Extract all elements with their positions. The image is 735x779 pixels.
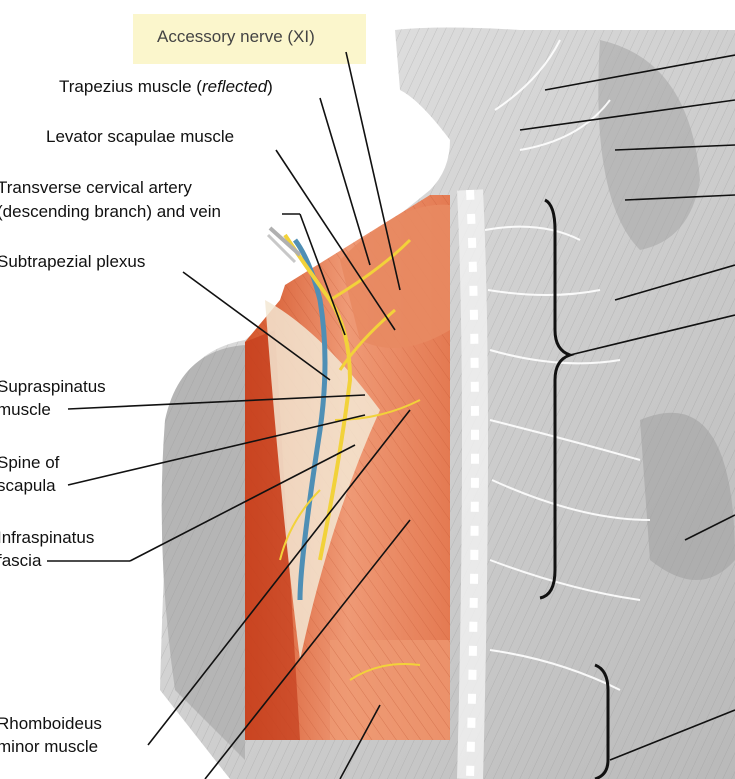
label-trapezius-reflected: reflected [201,77,268,96]
nerves-and-vessels [266,226,421,681]
label-supraspinatus-line2: muscle [0,400,51,419]
label-rhomboideus-line1: Rhomboideus [0,714,102,733]
label-trapezius-prefix: Trapezius muscle ( [59,77,202,96]
label-spine-of-scapula-line2: scapula [0,476,56,495]
label-trapezius-muscle: Trapezius muscle (reflected) [59,76,273,98]
label-supraspinatus-line1: Supraspinatus [0,377,106,396]
label-rhomboideus-line2: minor muscle [0,737,99,756]
label-trapezius-suffix: ) [267,77,273,96]
label-subtrapezial-plexus: Subtrapezial plexus [0,252,146,271]
accessory-nerve-highlight [133,14,366,64]
label-transverse-cervical-artery-line2: (descending branch) and vein [0,202,221,221]
label-transverse-cervical-artery-line1: Transverse cervical artery [0,178,192,197]
label-infraspinatus-line2: fascia [0,551,42,570]
cutaneous-nerves [484,39,651,691]
label-levator-scapulae: Levator scapulae muscle [46,127,235,146]
dissected-region [245,195,450,740]
label-accessory-nerve: Accessory nerve (XI) [157,27,315,46]
leader-lines [47,51,735,779]
label-infraspinatus-line1: Infraspinatus [0,528,95,547]
label-spine-of-scapula-line1: Spine of [0,453,60,472]
